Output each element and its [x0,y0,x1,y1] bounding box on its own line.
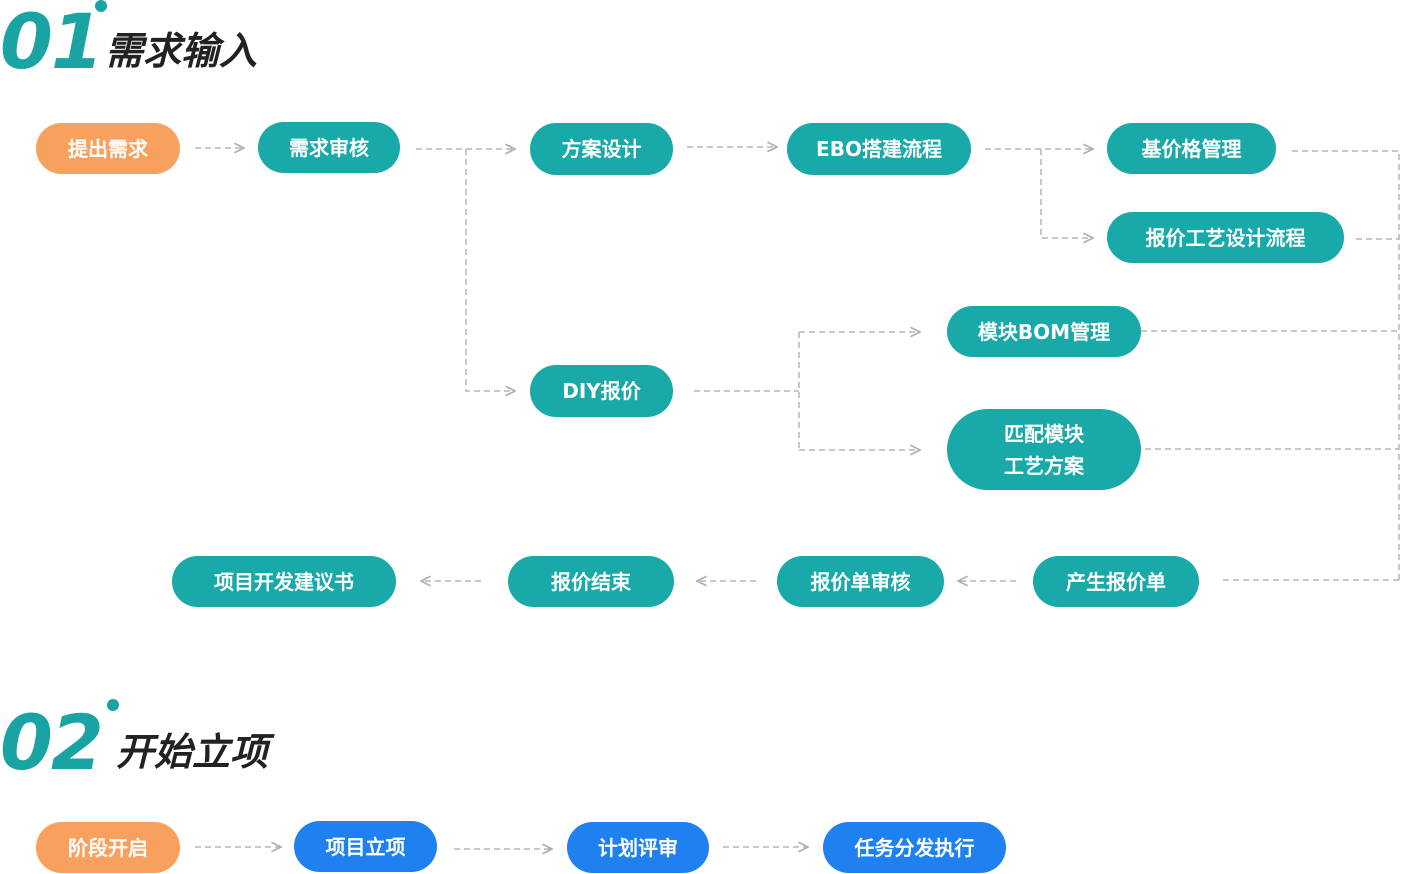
node-quote-end: 报价结束 [508,556,674,607]
section-number-02: 02 [0,698,104,787]
node-task-dispatch: 任务分发执行 [823,822,1006,873]
node-match-module-label: 匹配模块 工艺方案 [1004,421,1084,478]
section-number-01: 01 [0,0,104,86]
node-project-setup: 项目立项 [294,821,437,872]
node-plan-review: 计划评审 [567,822,709,873]
node-generate-quote: 产生报价单 [1033,556,1199,607]
node-quote-review: 报价单审核 [777,556,944,607]
node-scheme-design: 方案设计 [530,123,673,175]
node-requirement-review: 需求审核 [258,122,400,173]
node-project-proposal: 项目开发建议书 [172,556,396,607]
node-base-price: 基价格管理 [1107,123,1276,174]
node-match-module: 匹配模块 工艺方案 [947,409,1141,490]
section-title-01: 需求输入 [105,29,258,73]
node-quote-process: 报价工艺设计流程 [1107,212,1344,263]
node-submit-requirement: 提出需求 [36,123,180,174]
node-module-bom: 模块BOM管理 [947,306,1141,357]
section-dot-02 [107,699,119,711]
section-dot-01 [95,0,107,12]
node-phase-start: 阶段开启 [36,822,180,873]
node-ebo-flow: EBO搭建流程 [787,123,971,175]
section-title-02: 开始立项 [116,730,269,774]
node-diy-quote: DIY报价 [530,365,673,417]
